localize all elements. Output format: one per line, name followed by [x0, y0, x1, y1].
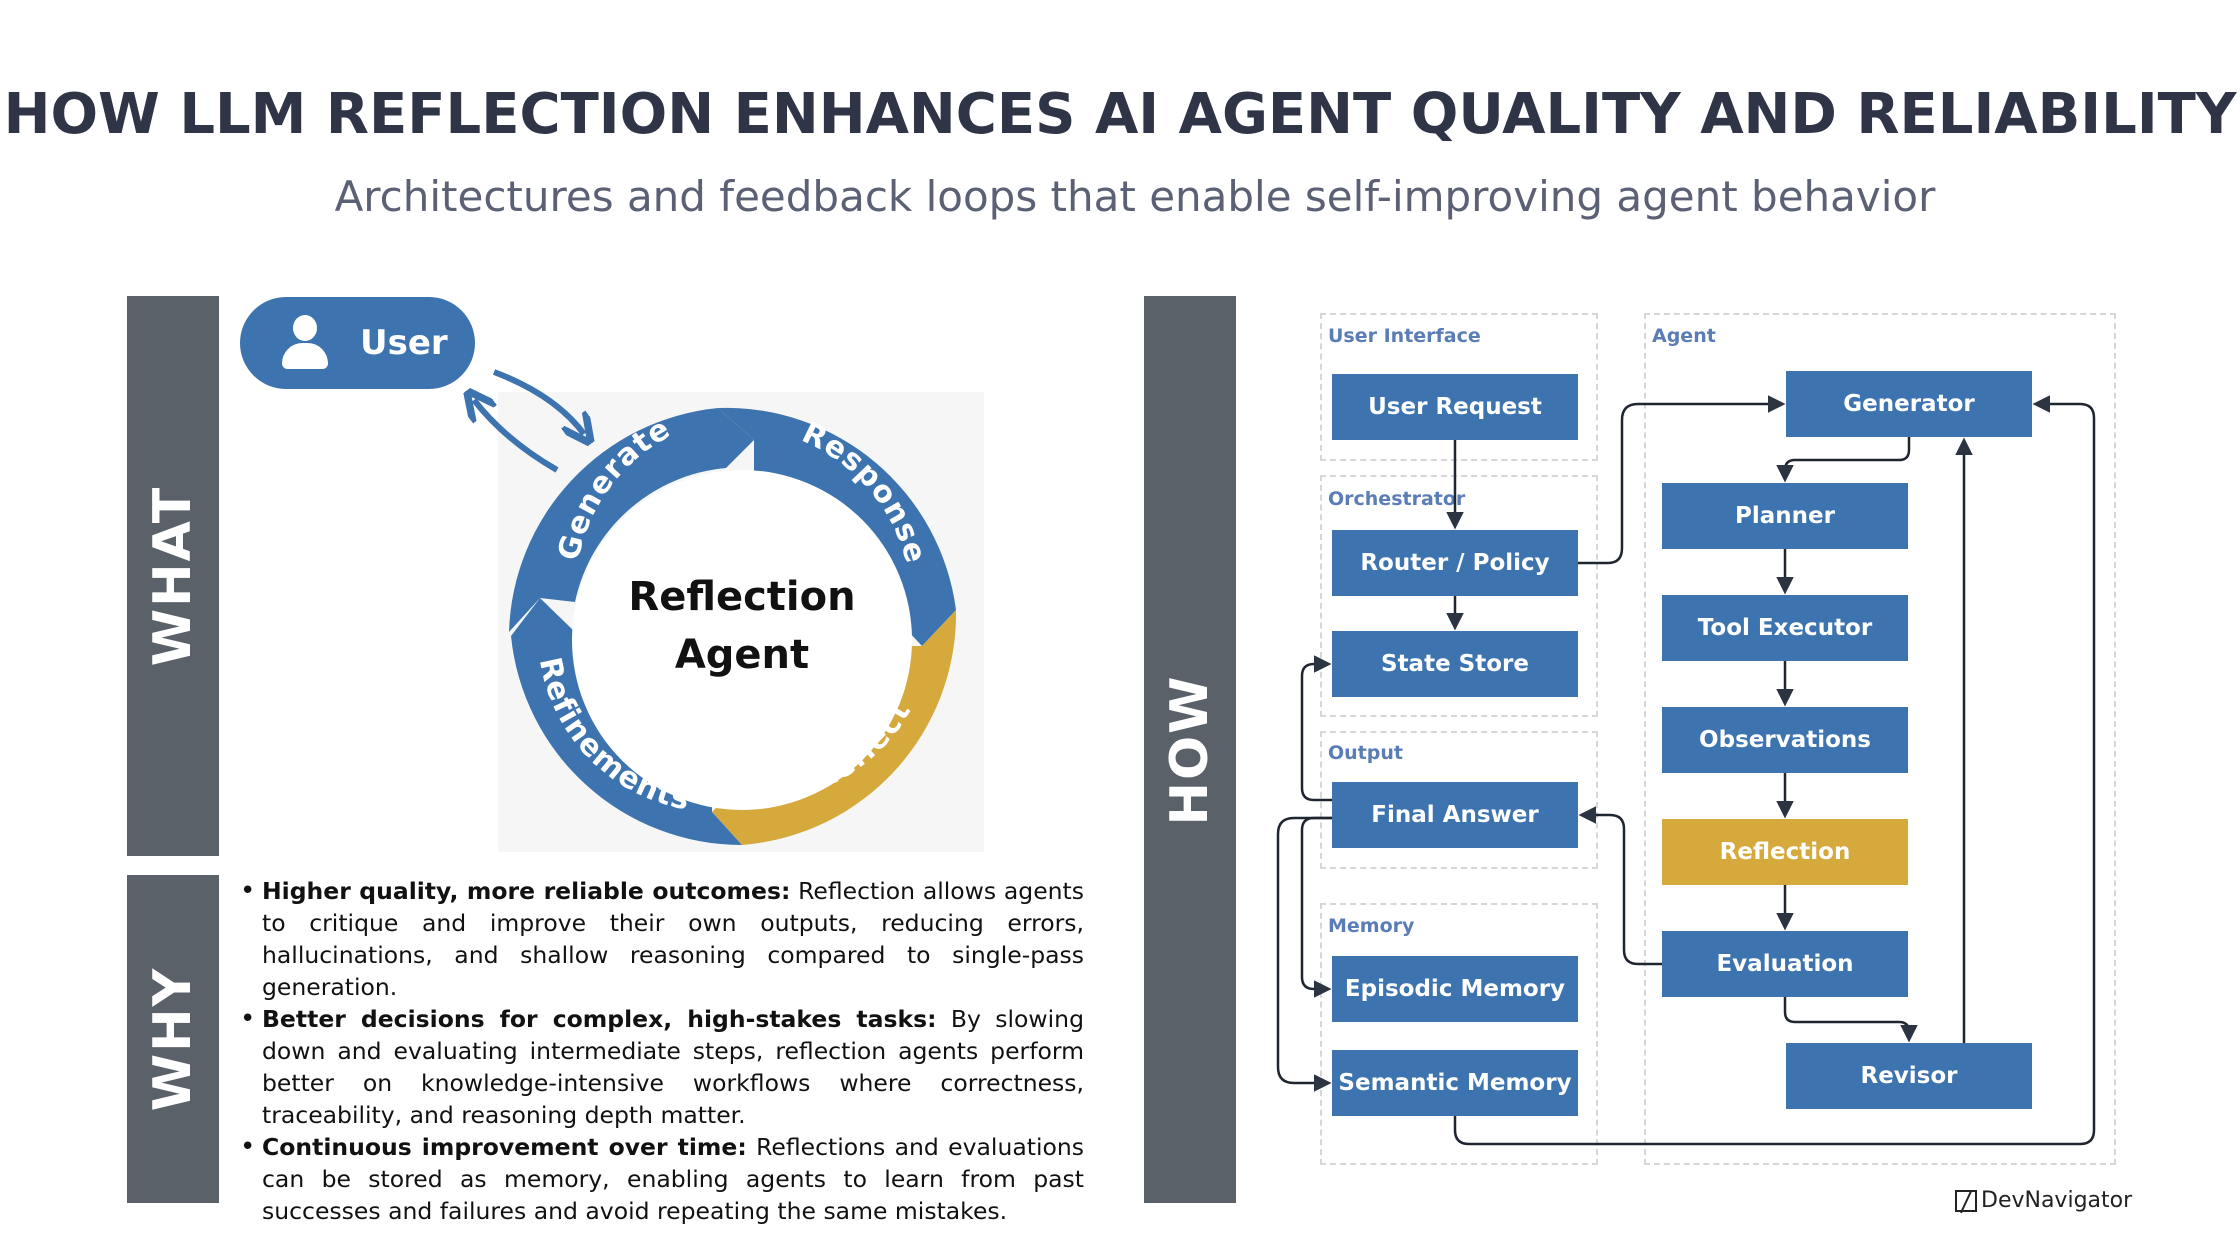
- cycle-segment-response: [718, 407, 956, 646]
- why-list: Higher quality, more reliable outcomes: …: [240, 875, 1085, 1227]
- how-label: HOW: [1160, 673, 1220, 826]
- node-evaluation: Evaluation: [1662, 931, 1908, 997]
- node-tool-executor: Tool Executor: [1662, 595, 1908, 661]
- node-router-policy: Router / Policy: [1332, 530, 1578, 596]
- page-title: HOW LLM REFLECTION ENHANCES AI AGENT QUA…: [3, 82, 2237, 147]
- cycle-label-generate: Generate: [551, 411, 676, 564]
- cycle-background: [498, 392, 984, 852]
- cycle-segment-reflect: [712, 610, 957, 845]
- why-item-heading: Better decisions for complex, high-stake…: [262, 1005, 937, 1033]
- group-label-output: Output: [1328, 742, 1403, 764]
- user-label: User: [360, 323, 448, 363]
- node-semantic-memory: Semantic Memory: [1332, 1050, 1578, 1116]
- node-state-store: State Store: [1332, 631, 1578, 697]
- cycle-label-reflect: Reflect: [807, 695, 918, 798]
- group-label-memory: Memory: [1328, 915, 1415, 937]
- cycle-center-line2: Agent: [675, 632, 809, 678]
- why-item-text: Reflection allows agents to critique and…: [262, 877, 1085, 1001]
- group-memory: [1320, 903, 1598, 1165]
- why-item-text: By slowing down and evaluating intermedi…: [262, 1005, 1084, 1129]
- cycle-segment-generate: [509, 408, 754, 632]
- node-generator: Generator: [1786, 371, 2032, 437]
- group-label-orchestrator: Orchestrator: [1328, 488, 1466, 510]
- why-item-heading: Continuous improvement over time:: [262, 1133, 747, 1161]
- cycle-center-line1: Reflection: [628, 574, 855, 620]
- node-final-answer: Final Answer: [1332, 782, 1578, 848]
- user-icon: [280, 315, 330, 371]
- node-episodic-memory: Episodic Memory: [1332, 956, 1578, 1022]
- agent-to-user-arrow: [474, 400, 559, 473]
- what-label: WHAT: [143, 485, 203, 667]
- brand-logo: DevNavigator: [1955, 1188, 2132, 1213]
- node-user-request: User Request: [1332, 374, 1578, 440]
- cycle-label-refinements: Refinements: [532, 654, 694, 817]
- brand-name: DevNavigator: [1981, 1188, 2133, 1213]
- node-reflection: Reflection: [1662, 819, 1908, 885]
- cycle-ring: [509, 407, 957, 846]
- why-sidebar: WHY: [127, 875, 219, 1203]
- user-pill: User: [240, 297, 475, 389]
- devnavigator-logo-icon: [1955, 1189, 1977, 1212]
- why-item-heading: Higher quality, more reliable outcomes:: [262, 877, 791, 905]
- why-label: WHY: [143, 966, 203, 1112]
- why-item: Higher quality, more reliable outcomes: …: [240, 875, 1085, 1003]
- user-to-agent-arrow: [492, 369, 584, 434]
- node-observations: Observations: [1662, 707, 1908, 773]
- why-item-text: Reflections and evaluations can be store…: [262, 1133, 1085, 1225]
- group-label-agent: Agent: [1652, 325, 1716, 347]
- how-sidebar: HOW: [1144, 296, 1236, 1203]
- cycle-inner: [572, 470, 912, 810]
- cycle-label-response: Response: [797, 415, 934, 567]
- why-item: Better decisions for complex, high-stake…: [240, 1003, 1084, 1131]
- node-planner: Planner: [1662, 483, 1908, 549]
- group-label-user-interface: User Interface: [1328, 325, 1481, 347]
- why-item: Continuous improvement over time: Reflec…: [240, 1131, 1085, 1227]
- what-sidebar: WHAT: [127, 296, 219, 856]
- page-subtitle: Architectures and feedback loops that en…: [334, 172, 1936, 221]
- cycle-segment-refinements: [511, 598, 742, 846]
- node-revisor: Revisor: [1786, 1043, 2032, 1109]
